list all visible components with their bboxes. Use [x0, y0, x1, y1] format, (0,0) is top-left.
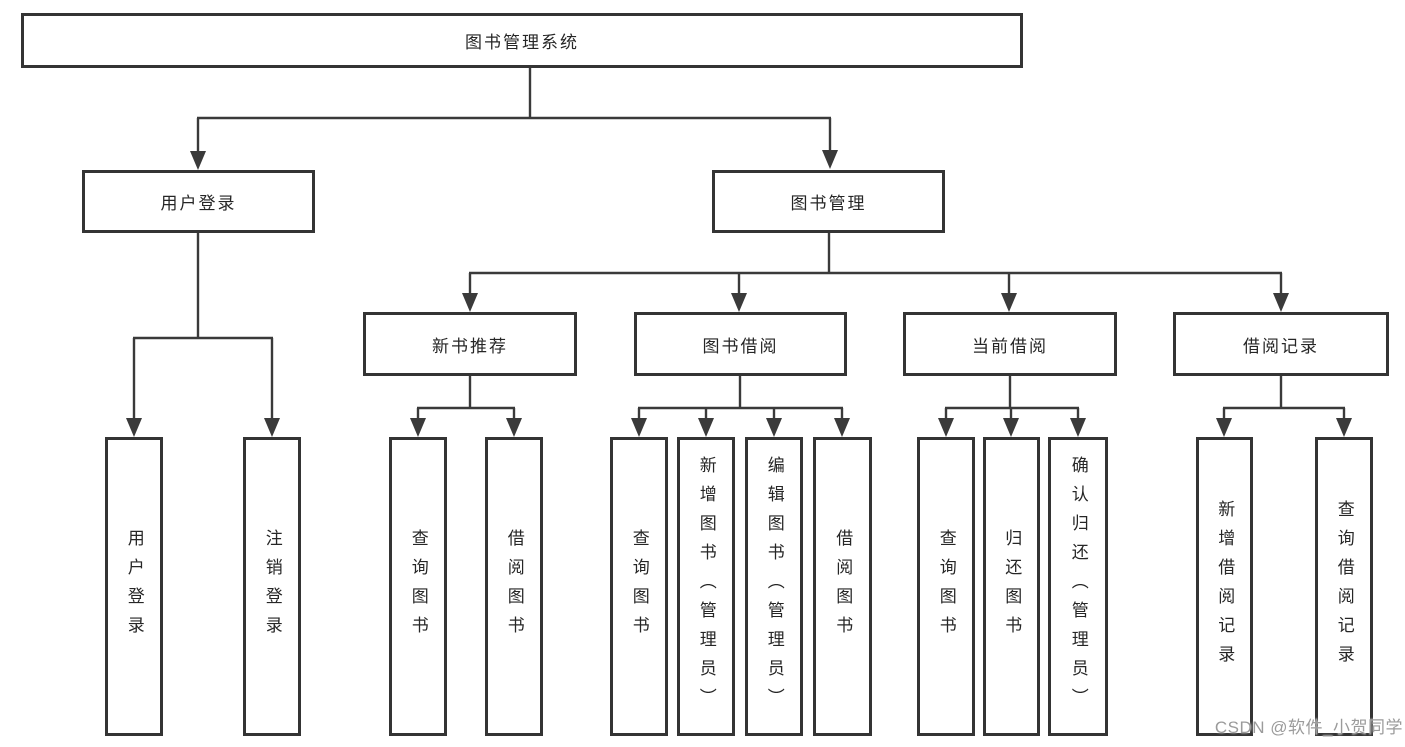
node-label: 用户登录	[124, 528, 144, 645]
node-label: 查询图书	[629, 528, 649, 645]
connector-current-borrow-split	[938, 376, 1086, 437]
connector-book-management-split	[462, 233, 1289, 312]
leaf-logout: 注销登录	[243, 437, 301, 736]
leaf-borrow-books-recommend: 借阅图书	[485, 437, 543, 736]
node-user-login: 用户登录	[82, 170, 315, 233]
node-label: 归还图书	[1002, 528, 1022, 645]
node-label: 编辑图书（管理员）	[764, 456, 784, 717]
arrowhead-icon	[822, 150, 838, 169]
node-label: 借阅图书	[833, 528, 853, 645]
leaf-query-books-borrow: 查询图书	[610, 437, 668, 736]
node-new-book-recommend: 新书推荐	[363, 312, 577, 376]
arrowhead-icon	[631, 418, 647, 437]
arrowhead-icon	[698, 418, 714, 437]
leaf-query-books-current: 查询图书	[917, 437, 975, 736]
arrowhead-icon	[766, 418, 782, 437]
arrowhead-icon	[1336, 418, 1352, 437]
leaf-return-books: 归还图书	[983, 437, 1040, 736]
arrowhead-icon	[1001, 293, 1017, 312]
node-current-borrowing: 当前借阅	[903, 312, 1117, 376]
arrowhead-icon	[1070, 418, 1086, 437]
connector-new-book-split	[410, 376, 522, 437]
connector-borrow-records-split	[1216, 376, 1352, 437]
node-label: 新增图书（管理员）	[696, 456, 716, 717]
node-label: 查询图书	[936, 528, 956, 645]
connector-root-split	[190, 68, 838, 170]
arrowhead-icon	[834, 418, 850, 437]
node-label: 用户登录	[160, 194, 237, 213]
leaf-edit-book-admin: 编辑图书（管理员）	[745, 437, 803, 736]
arrowhead-icon	[1273, 293, 1289, 312]
leaf-add-borrow-record: 新增借阅记录	[1196, 437, 1253, 736]
arrowhead-icon	[126, 418, 142, 437]
arrowhead-icon	[731, 293, 747, 312]
leaf-confirm-return-admin: 确认归还（管理员）	[1048, 437, 1108, 736]
arrowhead-icon	[1216, 418, 1232, 437]
watermark: CSDN @软件_小贺同学	[1214, 718, 1403, 737]
leaf-add-book-admin: 新增图书（管理员）	[677, 437, 735, 736]
node-label: 借阅记录	[1243, 336, 1319, 356]
node-borrow-records: 借阅记录	[1173, 312, 1389, 376]
node-label: 图书管理系统	[465, 33, 579, 52]
leaf-user-login: 用户登录	[105, 437, 163, 736]
connector-user-login-split	[126, 233, 280, 437]
leaf-query-borrow-record: 查询借阅记录	[1315, 437, 1373, 736]
node-label: 图书借阅	[702, 336, 779, 356]
connector-book-borrow-split	[631, 376, 850, 437]
node-label: 借阅图书	[504, 528, 524, 645]
arrowhead-icon	[462, 293, 478, 312]
arrowhead-icon	[410, 418, 426, 437]
node-label: 确认归还（管理员）	[1068, 456, 1088, 717]
arrowhead-icon	[190, 151, 206, 170]
node-label: 查询借阅记录	[1334, 499, 1354, 674]
arrowhead-icon	[264, 418, 280, 437]
node-book-borrowing: 图书借阅	[634, 312, 847, 376]
leaf-query-books-recommend: 查询图书	[389, 437, 447, 736]
node-label: 新书推荐	[432, 336, 508, 356]
leaf-borrow-books: 借阅图书	[813, 437, 872, 736]
node-label: 注销登录	[262, 528, 282, 645]
node-library-system: 图书管理系统	[21, 13, 1023, 68]
node-label: 图书管理	[790, 194, 867, 213]
node-label: 新增借阅记录	[1215, 499, 1235, 674]
arrowhead-icon	[938, 418, 954, 437]
arrowhead-icon	[1003, 418, 1019, 437]
arrowhead-icon	[506, 418, 522, 437]
node-label: 查询图书	[408, 528, 428, 645]
node-label: 当前借阅	[972, 336, 1048, 356]
node-book-management: 图书管理	[712, 170, 945, 233]
